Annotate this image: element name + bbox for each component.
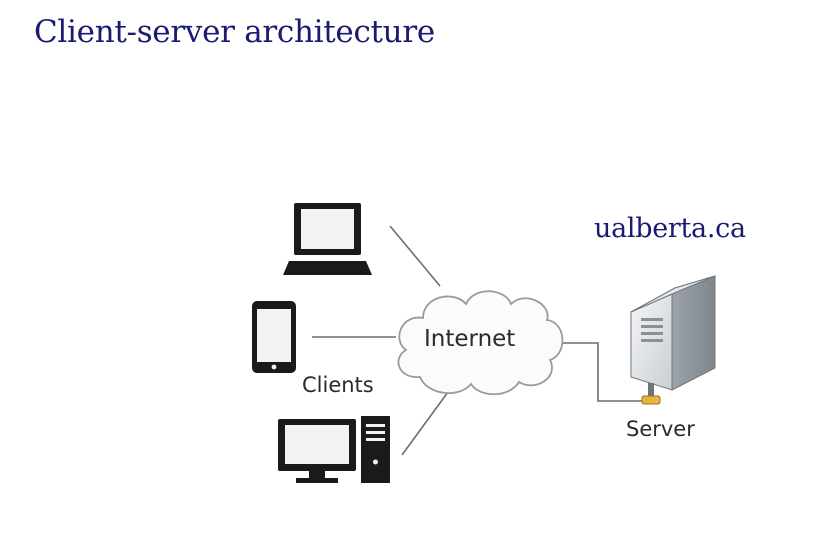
server-label: Server [626,417,695,441]
server-connection-line [560,342,648,402]
cloud-icon [397,290,564,396]
internet-label: Internet [424,326,515,352]
smartphone-icon [252,301,296,373]
slide-title: Client-server architecture [34,14,435,50]
connection-lines [312,225,648,456]
desktop-connection-line [401,391,449,456]
laptop-connection-line [389,225,441,287]
clients-label: Clients [302,373,374,397]
server-tower-icon [630,275,716,405]
server-hostname: ualberta.ca [594,213,746,244]
desktop-computer-icon [278,416,390,483]
laptop-icon [283,203,372,275]
